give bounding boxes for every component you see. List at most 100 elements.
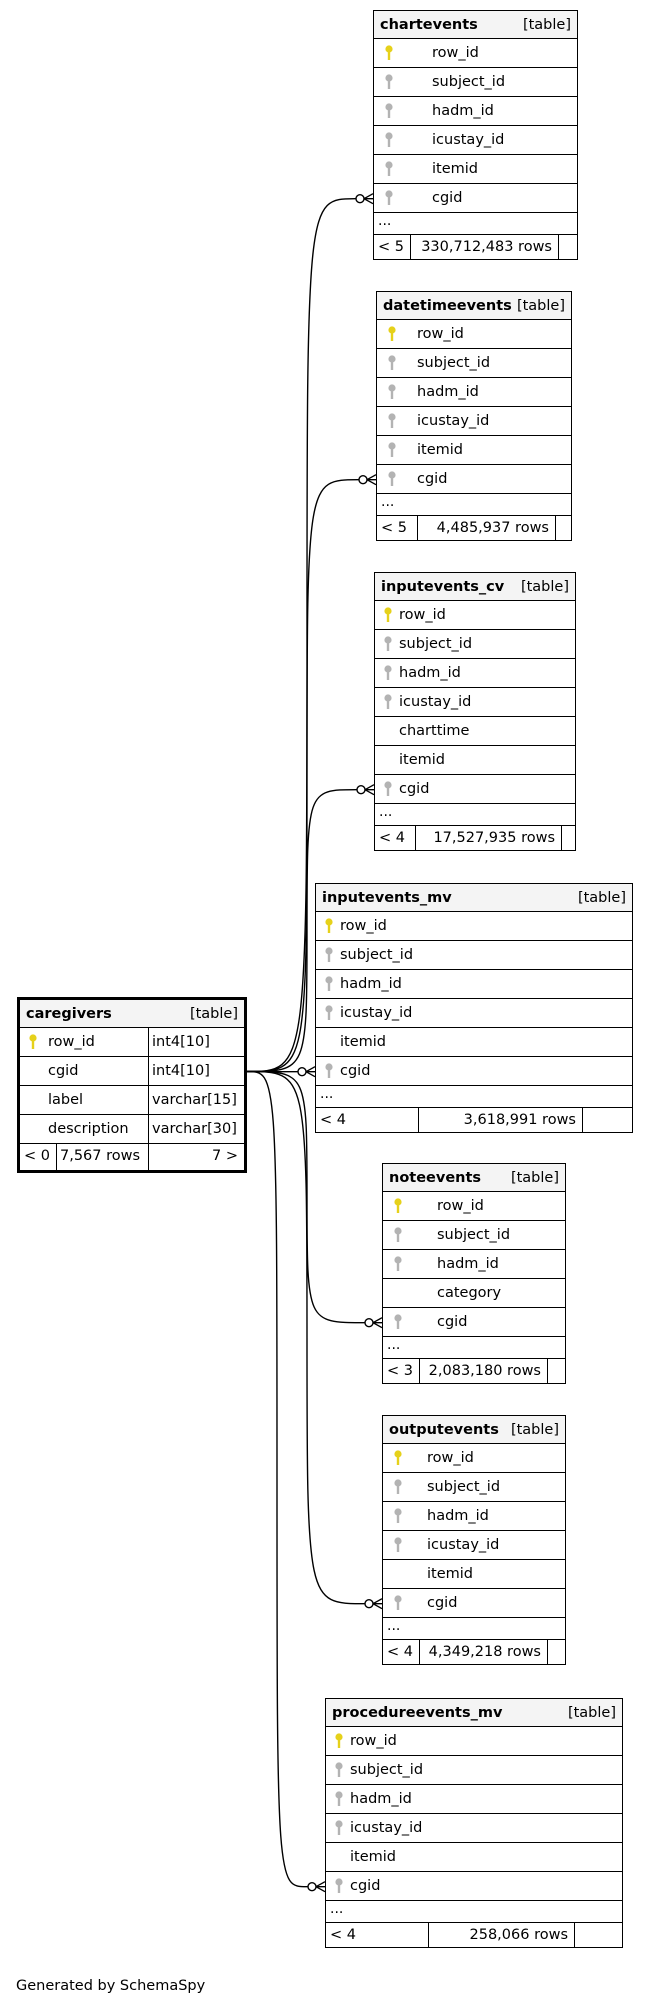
column-row-row_id[interactable]: row_id [383, 1192, 565, 1221]
column-name: row_id [340, 918, 387, 934]
column-row-cgid[interactable]: cgid [374, 184, 577, 213]
column-name: row_id [427, 1450, 474, 1466]
parents-count[interactable]: < 4 [330, 1927, 356, 1943]
column-row-subject_id[interactable]: subject_id [316, 941, 632, 970]
foreign-key-icon [394, 1256, 402, 1271]
column-row-hadm_id[interactable]: hadm_id [377, 378, 571, 407]
column-row-category[interactable]: category [383, 1279, 565, 1308]
column-row-subject_id[interactable]: subject_id [377, 349, 571, 378]
column-row-icustay_id[interactable]: icustay_id [316, 999, 632, 1028]
column-row-row_id[interactable]: row_id [316, 912, 632, 941]
column-row-itemid[interactable]: itemid [383, 1560, 565, 1589]
table-name[interactable]: noteevents [389, 1170, 482, 1186]
column-row-itemid[interactable]: itemid [326, 1843, 622, 1872]
parents-count[interactable]: < 4 [320, 1112, 346, 1128]
table-header[interactable]: caregivers[table] [20, 1000, 244, 1028]
parents-count[interactable]: < 3 [387, 1363, 413, 1379]
column-row-hadm_id[interactable]: hadm_id [383, 1250, 565, 1279]
column-row-icustay_id[interactable]: icustay_id [374, 126, 577, 155]
column-row-charttime[interactable]: charttime [375, 717, 575, 746]
table-name[interactable]: datetimeevents [383, 298, 512, 314]
table-name[interactable]: inputevents_mv [322, 890, 452, 906]
column-row-hadm_id[interactable]: hadm_id [326, 1785, 622, 1814]
column-row-cgid[interactable]: cgid [326, 1872, 622, 1901]
foreign-key-icon [388, 413, 396, 428]
table-header[interactable]: datetimeevents[table] [377, 292, 571, 320]
table-noteevents[interactable]: noteevents[table] row_id subject_id hadm_id… [382, 1163, 566, 1384]
parents-count[interactable]: < 4 [387, 1644, 413, 1660]
column-row-subject_id[interactable]: subject_id [375, 630, 575, 659]
table-header[interactable]: noteevents[table] [383, 1164, 565, 1192]
column-row-row_id[interactable]: row_id [326, 1727, 622, 1756]
column-row-icustay_id[interactable]: icustay_id [383, 1531, 565, 1560]
table-name[interactable]: inputevents_cv [381, 579, 505, 595]
children-count[interactable]: 7 > [212, 1148, 238, 1164]
column-row-subject_id[interactable]: subject_id [383, 1473, 565, 1502]
column-row-subject_id[interactable]: subject_id [383, 1221, 565, 1250]
column-row-subject_id[interactable]: subject_id [374, 68, 577, 97]
column-row-row_id[interactable]: row_id [383, 1444, 565, 1473]
parents-count[interactable]: < 0 [24, 1148, 50, 1164]
table-name[interactable]: outputevents [389, 1422, 499, 1438]
column-row-itemid[interactable]: itemid [316, 1028, 632, 1057]
column-row-row_id[interactable]: row_id [377, 320, 571, 349]
primary-key-icon [335, 1733, 343, 1748]
column-row-subject_id[interactable]: subject_id [326, 1756, 622, 1785]
column-name: row_id [437, 1198, 484, 1214]
column-row-hadm_id[interactable]: hadm_id [316, 970, 632, 999]
column-row-itemid[interactable]: itemid [374, 155, 577, 184]
column-row-itemid[interactable]: itemid [377, 436, 571, 465]
column-name: row_id [432, 45, 479, 61]
table-name[interactable]: procedureevents_mv [332, 1705, 503, 1721]
footer-separator [419, 1359, 420, 1383]
foreign-key-icon [385, 132, 393, 147]
column-name: hadm_id [437, 1256, 499, 1272]
table-header[interactable]: inputevents_cv[table] [375, 573, 575, 601]
column-row-hadm_id[interactable]: hadm_id [374, 97, 577, 126]
column-row-row_id[interactable]: row_id [375, 601, 575, 630]
parents-count[interactable]: < 5 [378, 239, 404, 255]
foreign-key-icon [394, 1479, 402, 1494]
parents-count[interactable]: < 5 [381, 520, 407, 536]
table-header[interactable]: procedureevents_mv [table] [326, 1699, 622, 1727]
column-row-cgid[interactable]: cgid [383, 1308, 565, 1337]
column-row-icustay_id[interactable]: icustay_id [377, 407, 571, 436]
crows-foot-chartevents [363, 193, 374, 205]
table-name[interactable]: chartevents [380, 17, 478, 33]
table-header[interactable]: outputevents[table] [383, 1416, 565, 1444]
column-row-cgid[interactable]: cgid [377, 465, 571, 494]
column-row-hadm_id[interactable]: hadm_id [375, 659, 575, 688]
column-row-icustay_id[interactable]: icustay_id [326, 1814, 622, 1843]
crows-foot-noteevents [372, 1317, 383, 1329]
column-name: subject_id [417, 355, 491, 371]
column-row-row_id[interactable]: row_id [374, 39, 577, 68]
column-row-cgid[interactable]: cgid [316, 1057, 632, 1086]
column-row-icustay_id[interactable]: icustay_id [375, 688, 575, 717]
parents-count[interactable]: < 4 [379, 830, 405, 846]
column-row-cgid[interactable]: cgid [383, 1589, 565, 1618]
column-row-hadm_id[interactable]: hadm_id [383, 1502, 565, 1531]
column-row-cgid[interactable]: cgid [375, 775, 575, 804]
table-header[interactable]: chartevents[table] [374, 11, 577, 39]
more-columns-ellipsis: ... [377, 494, 571, 516]
table-type-label: [table] [567, 1705, 616, 1721]
table-header[interactable]: inputevents_mv[table] [316, 884, 632, 912]
column-row-itemid[interactable]: itemid [375, 746, 575, 775]
footer-separator [582, 1108, 583, 1132]
table-name[interactable]: caregivers [26, 1006, 112, 1022]
